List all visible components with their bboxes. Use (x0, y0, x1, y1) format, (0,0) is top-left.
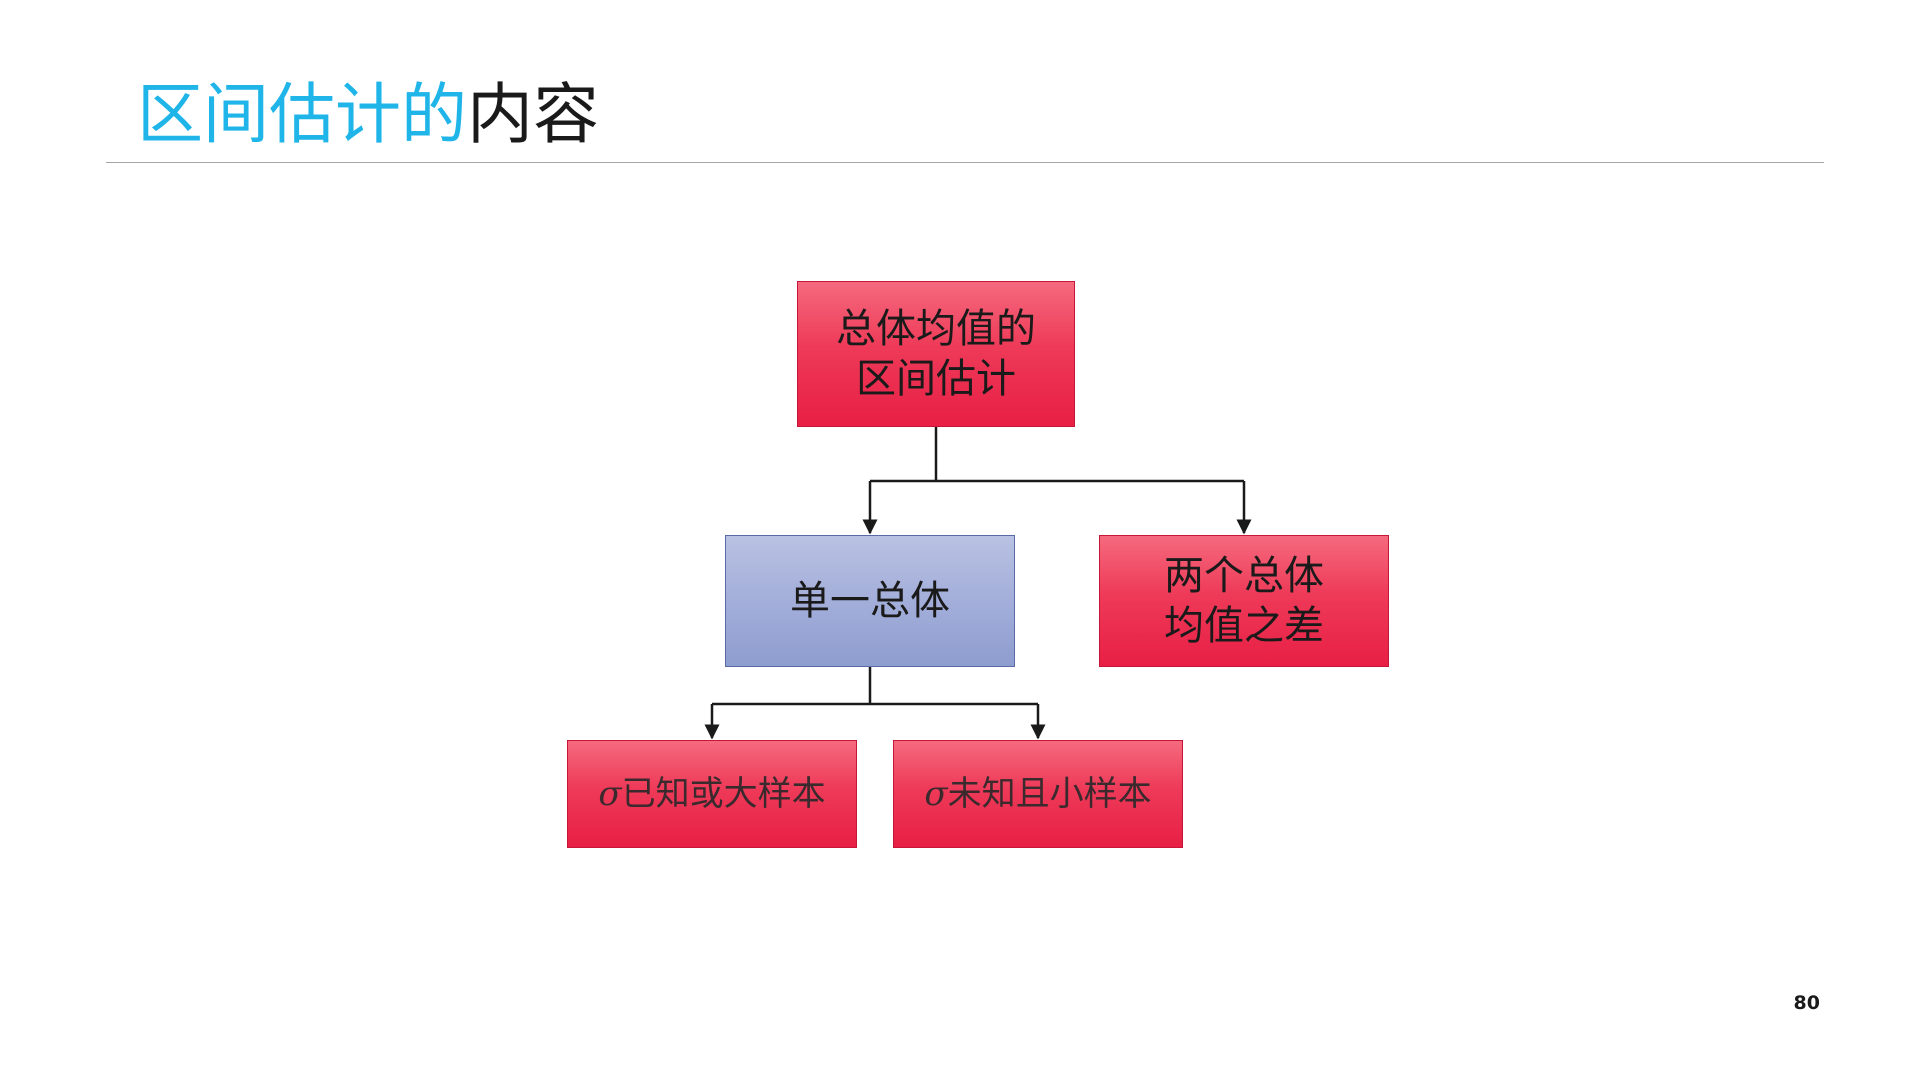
node-single-population: 单一总体 (725, 535, 1015, 667)
node-sigma-known-large-sample: σ已知或大样本 (567, 740, 857, 848)
title-divider (106, 162, 1824, 163)
node-known-label: σ已知或大样本 (598, 772, 825, 816)
node-single-label: 单一总体 (790, 578, 950, 624)
page-number: 80 (1793, 992, 1820, 1014)
sigma-symbol: σ (598, 774, 622, 814)
node-root-label: 总体均值的 区间估计 (836, 306, 1036, 402)
slide-title: 区间估计的内容 (137, 70, 599, 160)
node-unknown-label: σ未知且小样本 (924, 772, 1151, 816)
node-sigma-unknown-small-sample: σ未知且小样本 (893, 740, 1183, 848)
node-known-text: 已知或大样本 (621, 774, 826, 814)
node-population-mean-interval-estimation: 总体均值的 区间估计 (797, 281, 1075, 427)
slide-title-accent: 区间估计的 (137, 76, 467, 153)
sigma-symbol: σ (924, 774, 948, 814)
node-two-label: 两个总体 均值之差 (1164, 553, 1324, 649)
slide-title-rest: 内容 (467, 76, 599, 153)
node-unknown-text: 未知且小样本 (947, 774, 1152, 814)
node-two-population-mean-difference: 两个总体 均值之差 (1099, 535, 1389, 667)
